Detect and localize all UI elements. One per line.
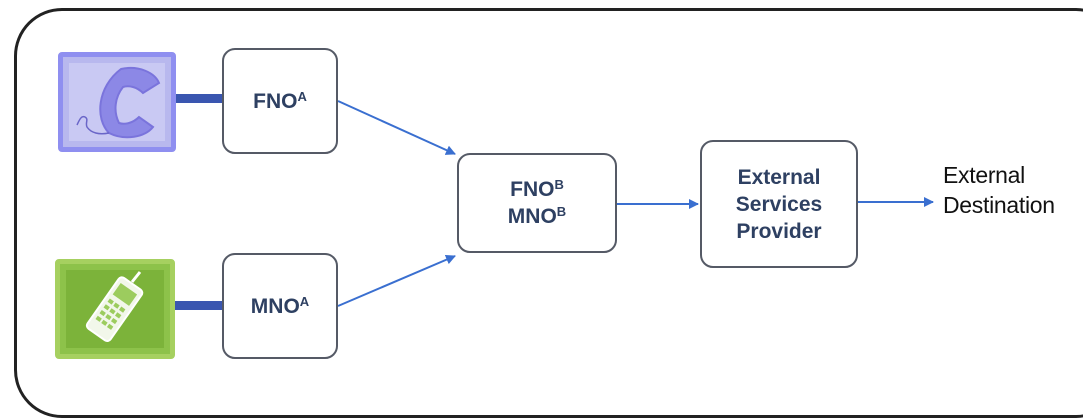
mno-b-label: MNOB xyxy=(507,204,567,228)
destination-line-2: Destination xyxy=(943,192,1055,218)
fno-b-label: FNOB xyxy=(510,177,564,201)
mobile-glyph xyxy=(85,271,144,343)
node-fno-mno-b: FNOB MNOB xyxy=(457,153,617,253)
phone-connector xyxy=(176,94,222,103)
mno-a-label: MNOA xyxy=(250,293,310,318)
arrow-fnoa-to-b xyxy=(337,100,456,155)
fno-a-label: FNOA xyxy=(253,88,307,113)
esp-line-3: Provider xyxy=(736,219,822,243)
arrow-mnoa-to-b xyxy=(337,254,456,307)
esp-line-2: Services xyxy=(735,192,823,216)
mobile-phone-icon xyxy=(55,259,175,359)
mobile-connector xyxy=(175,301,222,310)
handset-glyph xyxy=(76,67,161,139)
arrows-layer xyxy=(337,100,934,307)
node-mno-a: MNOA xyxy=(222,253,338,359)
destination-line-1: External xyxy=(943,162,1025,188)
node-fno-a: FNOA xyxy=(222,48,338,154)
esp-line-1: External xyxy=(737,165,821,189)
node-external-services-provider: External Services Provider xyxy=(700,140,858,268)
external-destination-label: External Destination xyxy=(943,160,1055,220)
telephone-handset-icon xyxy=(58,52,176,152)
